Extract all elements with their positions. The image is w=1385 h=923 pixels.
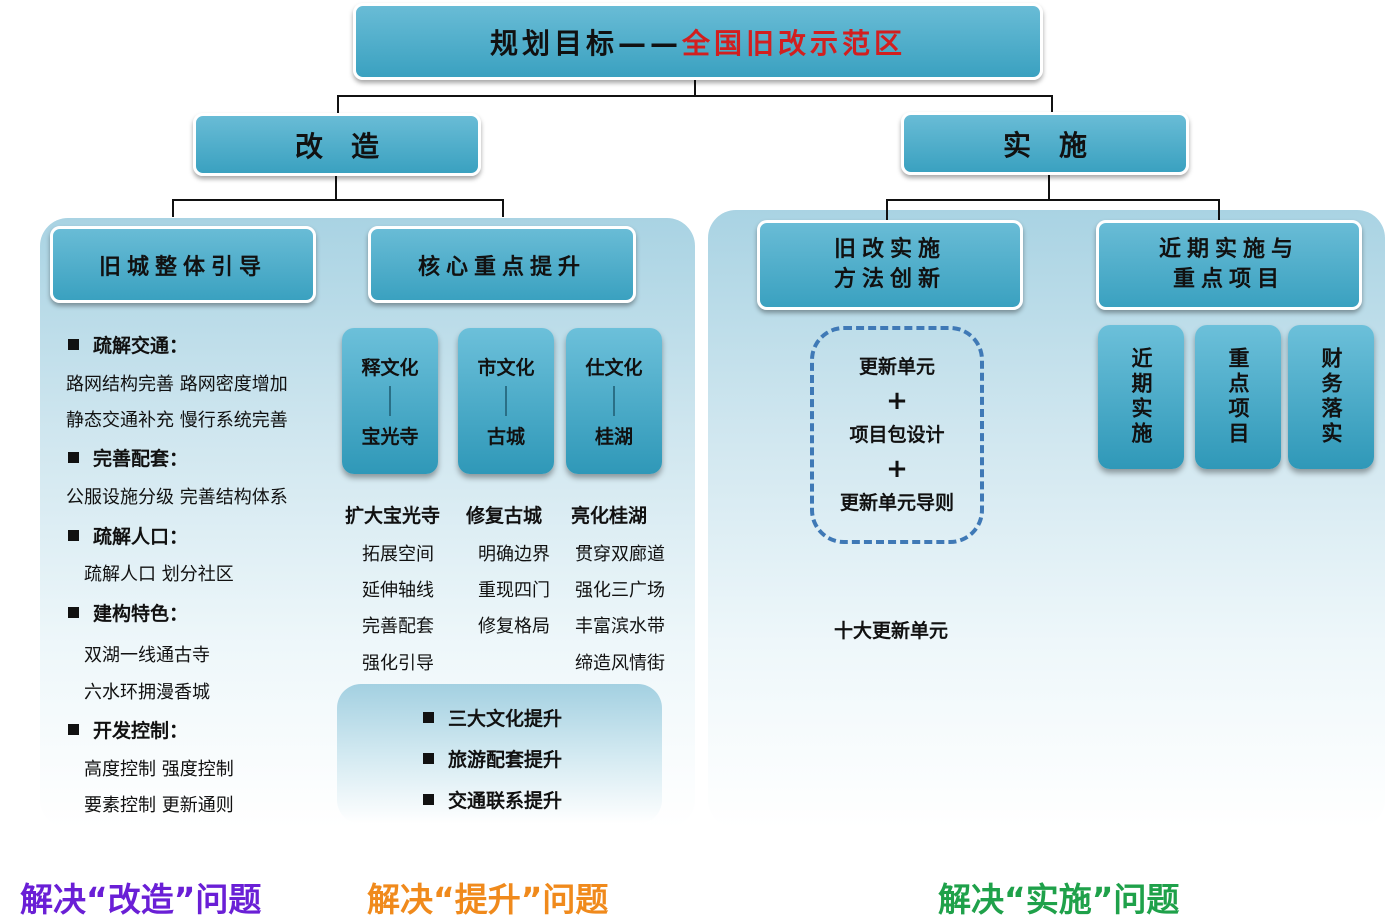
connector [172,199,174,217]
title-box: 规划目标——全国旧改示范区 [353,3,1043,80]
bottom-label-upgrade: 解决“提升”问题 [367,880,609,919]
column-title: 扩大宝光寺 [345,505,441,527]
column-item: 拓展空间 [362,544,434,565]
section-heading: 建构特色： [68,599,188,626]
section-heading: 疏解交通： [68,331,188,358]
column-title: 修复古城 [466,505,543,527]
connector [1048,172,1050,200]
section-line: 六水环拥漫香城 [84,682,210,703]
summary-item: 旅游配套提升 [423,745,562,772]
section-heading: 开发控制： [68,716,188,743]
branch-renovation: 改 造 [193,113,481,176]
connector [335,174,337,200]
section-heading: 完善配套： [68,444,188,471]
pill-culture: 市文化古城 [458,328,554,474]
column-title: 亮化桂湖 [571,505,648,527]
box-near-term-projects: 近期实施与 重点项目 [1096,220,1362,310]
box-core-upgrade: 核心重点提升 [368,226,636,303]
ten-update-units: 十大更新单元 [834,620,949,642]
box-old-city-guidance: 旧城整体引导 [50,226,316,303]
box-method-innovation: 旧改实施 方法创新 [757,220,1023,310]
vbox-item: 重点项目 [1195,325,1281,469]
column-item: 修复格局 [478,616,550,637]
column-item: 明确边界 [478,544,550,565]
column-item: 贯穿双廊道 [575,544,665,565]
vbox-item: 近期实施 [1098,325,1184,469]
column-item: 延伸轴线 [362,580,434,601]
branch-implementation: 实 施 [901,112,1189,175]
section-line: 要素控制 更新通则 [84,795,234,816]
summary-box [337,684,662,824]
column-item: 重现四门 [478,580,550,601]
section-line: 静态交通补充 慢行系统完善 [66,410,288,431]
section-heading: 疏解人口： [68,522,188,549]
section-line: 路网结构完善 路网密度增加 [66,374,288,395]
column-item: 强化三广场 [575,580,665,601]
summary-item: 交通联系提升 [423,786,562,813]
column-item: 强化引导 [362,653,434,674]
column-item: 完善配套 [362,616,434,637]
section-line: 公服设施分级 完善结构体系 [66,487,288,508]
connector [502,199,504,217]
connector [337,95,339,115]
section-line: 双湖一线通古寺 [84,645,210,666]
dashed-update-unit-box: 更新单元 + 项目包设计 + 更新单元导则 [810,326,984,544]
pill-culture: 释文化宝光寺 [342,328,438,474]
connector [1218,199,1220,221]
connector [694,78,696,96]
connector [172,199,504,201]
vbox-item: 财务落实 [1288,325,1374,469]
title-highlight: 全国旧改示范区 [682,26,907,60]
summary-item: 三大文化提升 [423,704,562,731]
bottom-label-renovation: 解决“改造”问题 [20,880,262,919]
section-line: 疏解人口 划分社区 [84,564,234,585]
connector [337,95,1053,97]
connector [1051,95,1053,113]
title-main: 规划目标—— [489,26,682,60]
column-item: 丰富滨水带 [575,616,665,637]
column-item: 缔造风情街 [575,653,665,674]
connector [886,199,888,221]
connector [886,199,1220,201]
bottom-label-implementation: 解决“实施”问题 [938,880,1180,919]
section-line: 高度控制 强度控制 [84,759,234,780]
pill-culture: 仕文化桂湖 [566,328,662,474]
